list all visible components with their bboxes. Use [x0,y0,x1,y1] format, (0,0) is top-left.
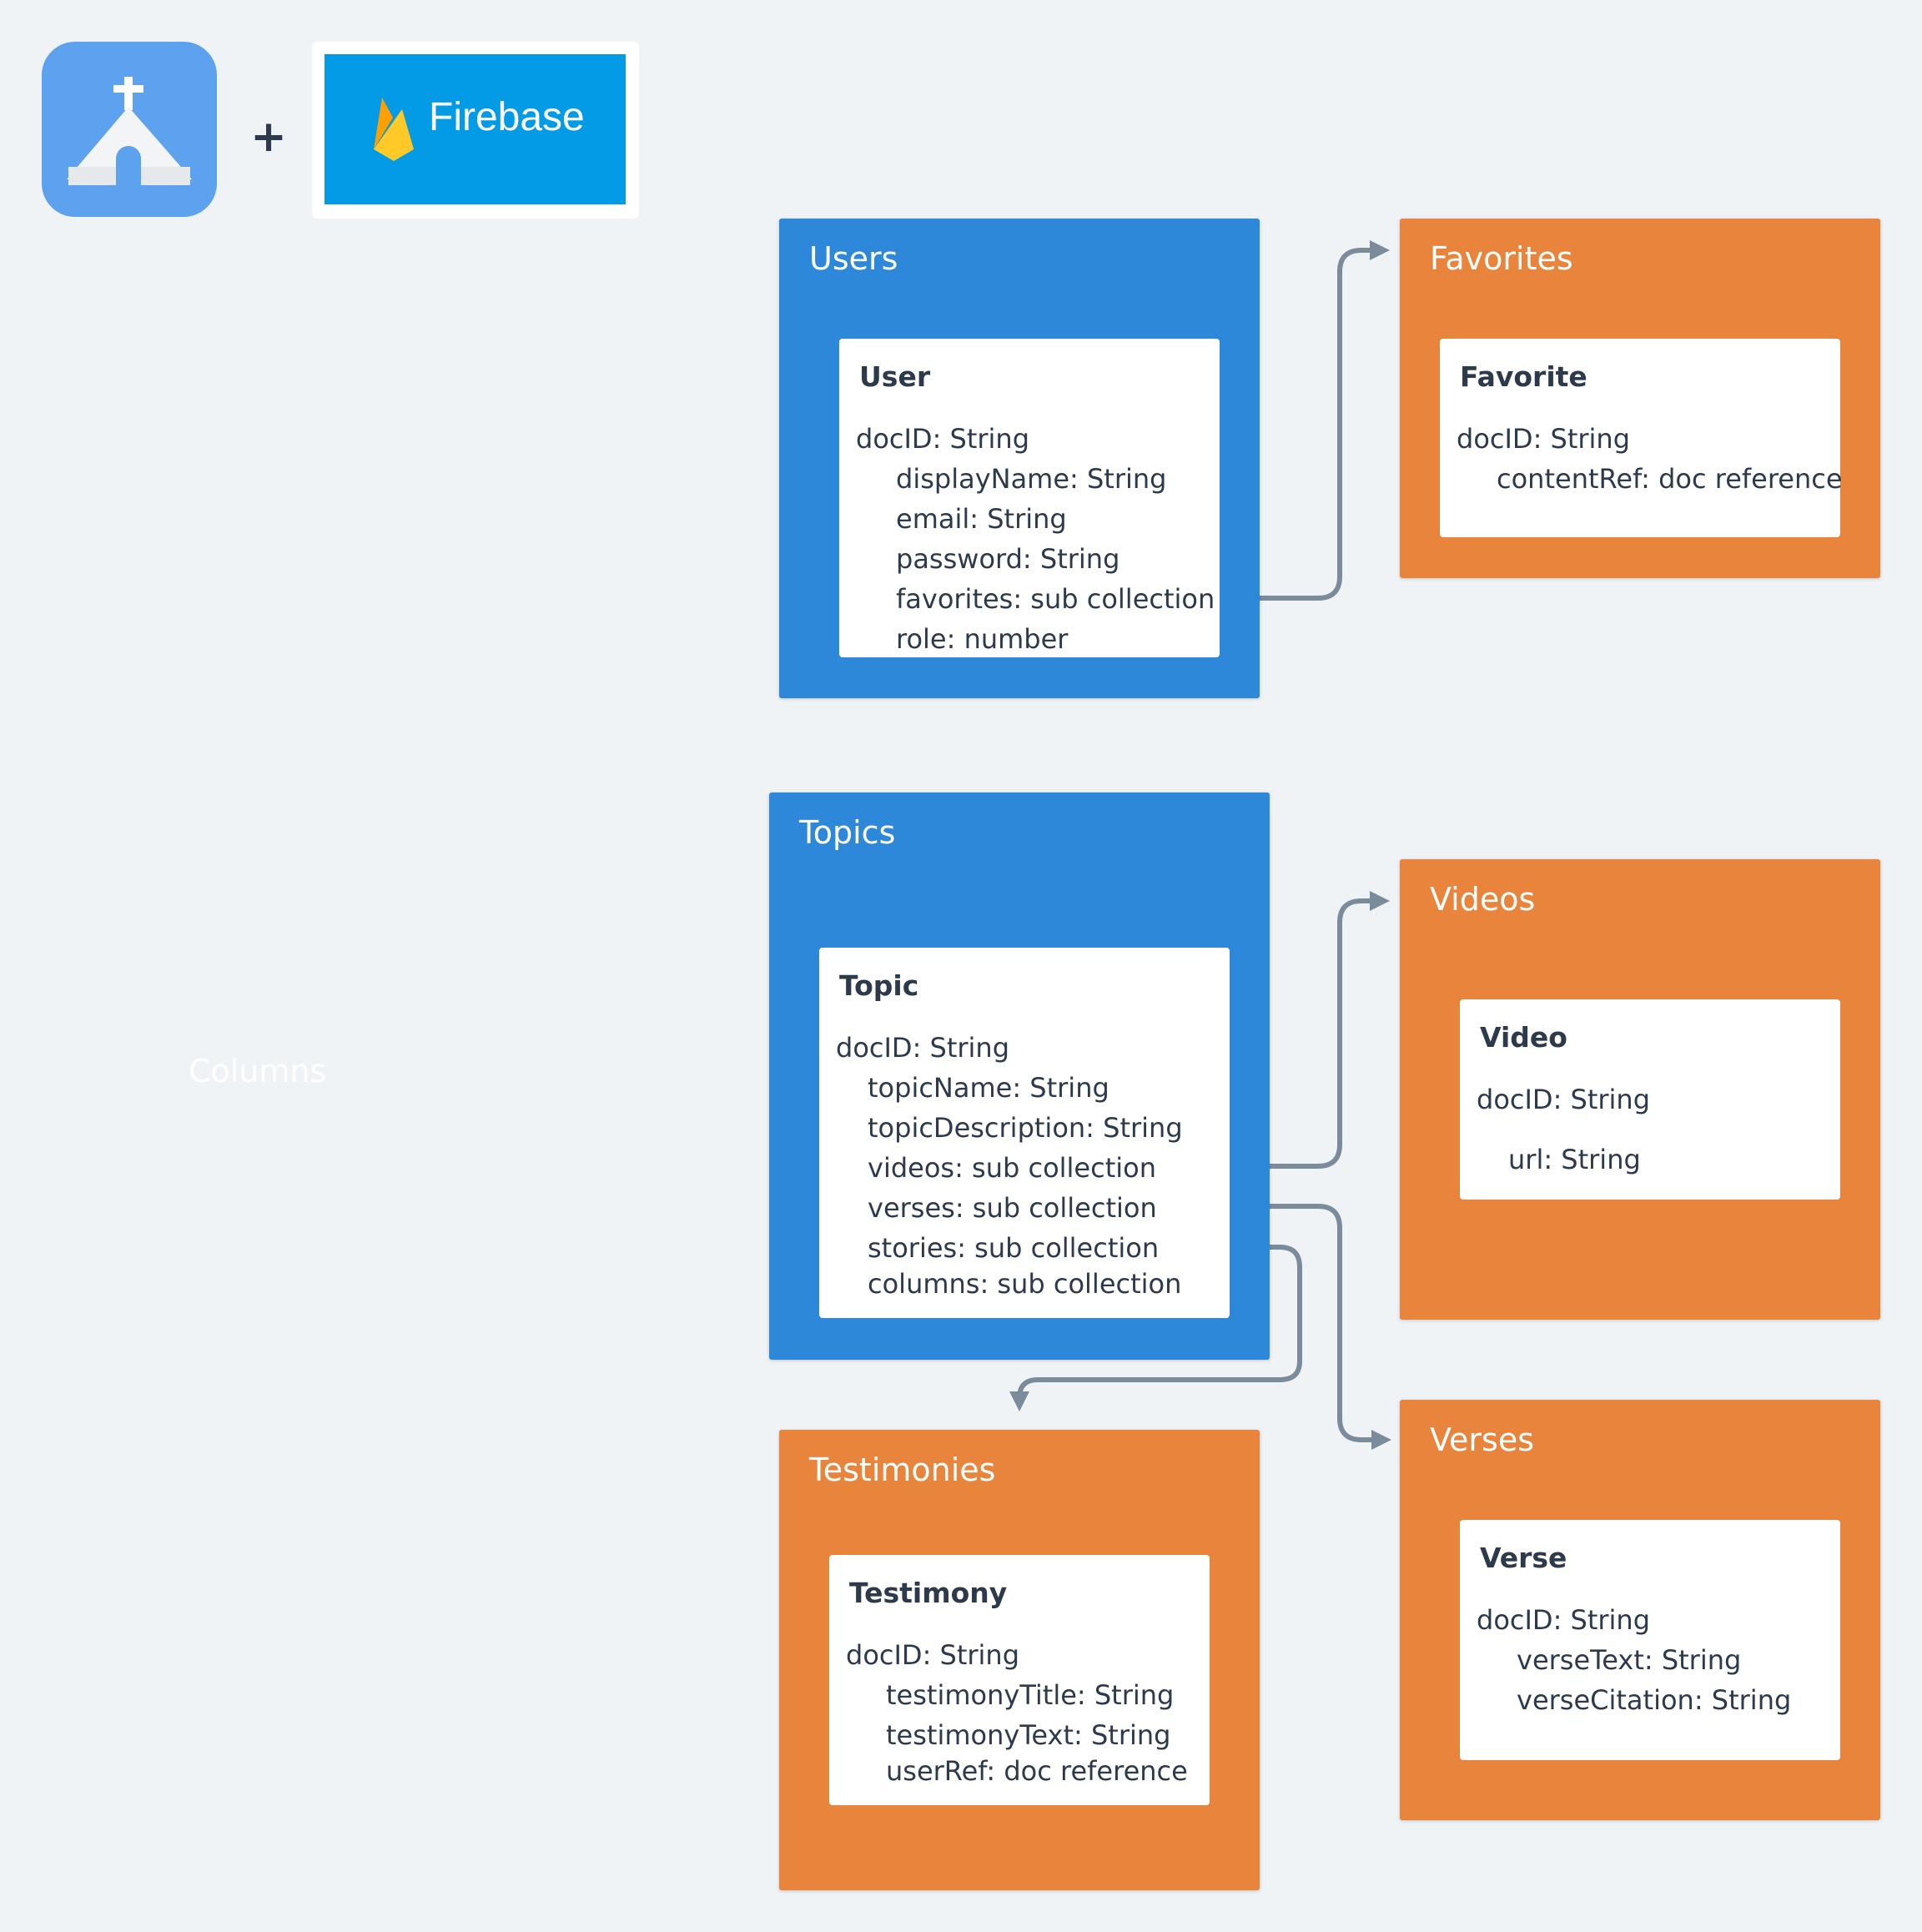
doc-id-field: docID: String [1477,1084,1651,1115]
verses-collection: Verses Verse docID: String verseText: St… [1400,1400,1880,1820]
field: displayName: String [896,463,1167,495]
document-title: Topic [839,969,919,1002]
collection-title: Verses [1430,1421,1535,1458]
collection-title: Videos [1430,881,1536,918]
field: testimonyTitle: String [886,1679,1175,1711]
field: verses: sub collection [868,1192,1157,1224]
field-list: topicName: String topicDescription: Stri… [868,1068,1183,1300]
favorites-collection: Favorites Favorite docID: String content… [1400,219,1880,578]
field: topicName: String [868,1072,1109,1104]
plus-sign: + [250,112,287,162]
collection-title: Topics [799,814,896,851]
field: stories: sub collection [868,1232,1160,1264]
document-title: Testimony [849,1577,1008,1609]
field: columns: sub collection [868,1268,1182,1300]
testimonies-collection: Testimonies Testimony docID: String test… [779,1430,1260,1890]
doc-id-field: docID: String [846,1639,1020,1671]
firebase-logo-card: Firebase [312,42,639,219]
firebase-wordmark: Firebase [429,95,585,139]
topic-document: Topic docID: String topicName: String to… [819,948,1230,1318]
document-title: Verse [1480,1542,1567,1574]
field-list: testimonyTitle: String testimonyText: St… [886,1675,1188,1787]
field-list: url: String [1508,1140,1641,1180]
field-list: contentRef: doc reference [1497,459,1843,499]
field: role: number [896,623,1069,655]
verse-document: Verse docID: String verseText: String ve… [1460,1520,1840,1760]
firebase-flame-icon [374,98,414,161]
field: favorites: sub collection [896,583,1215,615]
videos-collection: Videos Video docID: String url: String [1400,859,1880,1320]
field: password: String [896,543,1120,575]
collection-title: Testimonies [809,1452,996,1488]
user-document: User docID: String displayName: String e… [839,339,1220,657]
columns-label: Columns [189,1053,327,1089]
field: videos: sub collection [868,1152,1156,1184]
field: contentRef: doc reference [1497,463,1843,495]
doc-id-field: docID: String [856,423,1030,455]
field: verseText: String [1517,1644,1742,1676]
collection-title: Favorites [1430,240,1573,277]
doc-id-field: docID: String [1477,1604,1651,1636]
church-icon [67,77,192,185]
testimony-document: Testimony docID: String testimonyTitle: … [829,1555,1210,1805]
field: verseCitation: String [1517,1684,1792,1716]
field-list: verseText: String verseCitation: String [1517,1640,1791,1720]
field: email: String [896,503,1067,535]
doc-id-field: docID: String [836,1032,1010,1064]
favorite-document: Favorite docID: String contentRef: doc r… [1440,339,1843,537]
collection-title: Users [809,240,898,277]
document-title: User [859,360,931,393]
field: userRef: doc reference [886,1755,1188,1787]
field: testimonyText: String [886,1719,1171,1751]
topics-collection: Topics Topic docID: String topicName: St… [769,792,1270,1360]
document-title: Favorite [1460,360,1587,393]
firebase-logo: Firebase [325,54,626,204]
document-title: Video [1480,1021,1567,1054]
connector-topics-testimonies [1009,1245,1302,1411]
field-list: displayName: String email: String passwo… [896,459,1215,659]
doc-id-field: docID: String [1457,423,1631,455]
connector-topics-videos [1156,891,1390,1169]
video-document: Video docID: String url: String [1460,999,1840,1200]
field: url: String [1508,1144,1641,1175]
connector-users-favorites [1258,240,1390,601]
connector-topics-verses [1166,1204,1391,1450]
field: topicDescription: String [868,1112,1183,1144]
users-collection: Users User docID: String displayName: St… [779,219,1260,698]
app-icon [42,42,217,217]
